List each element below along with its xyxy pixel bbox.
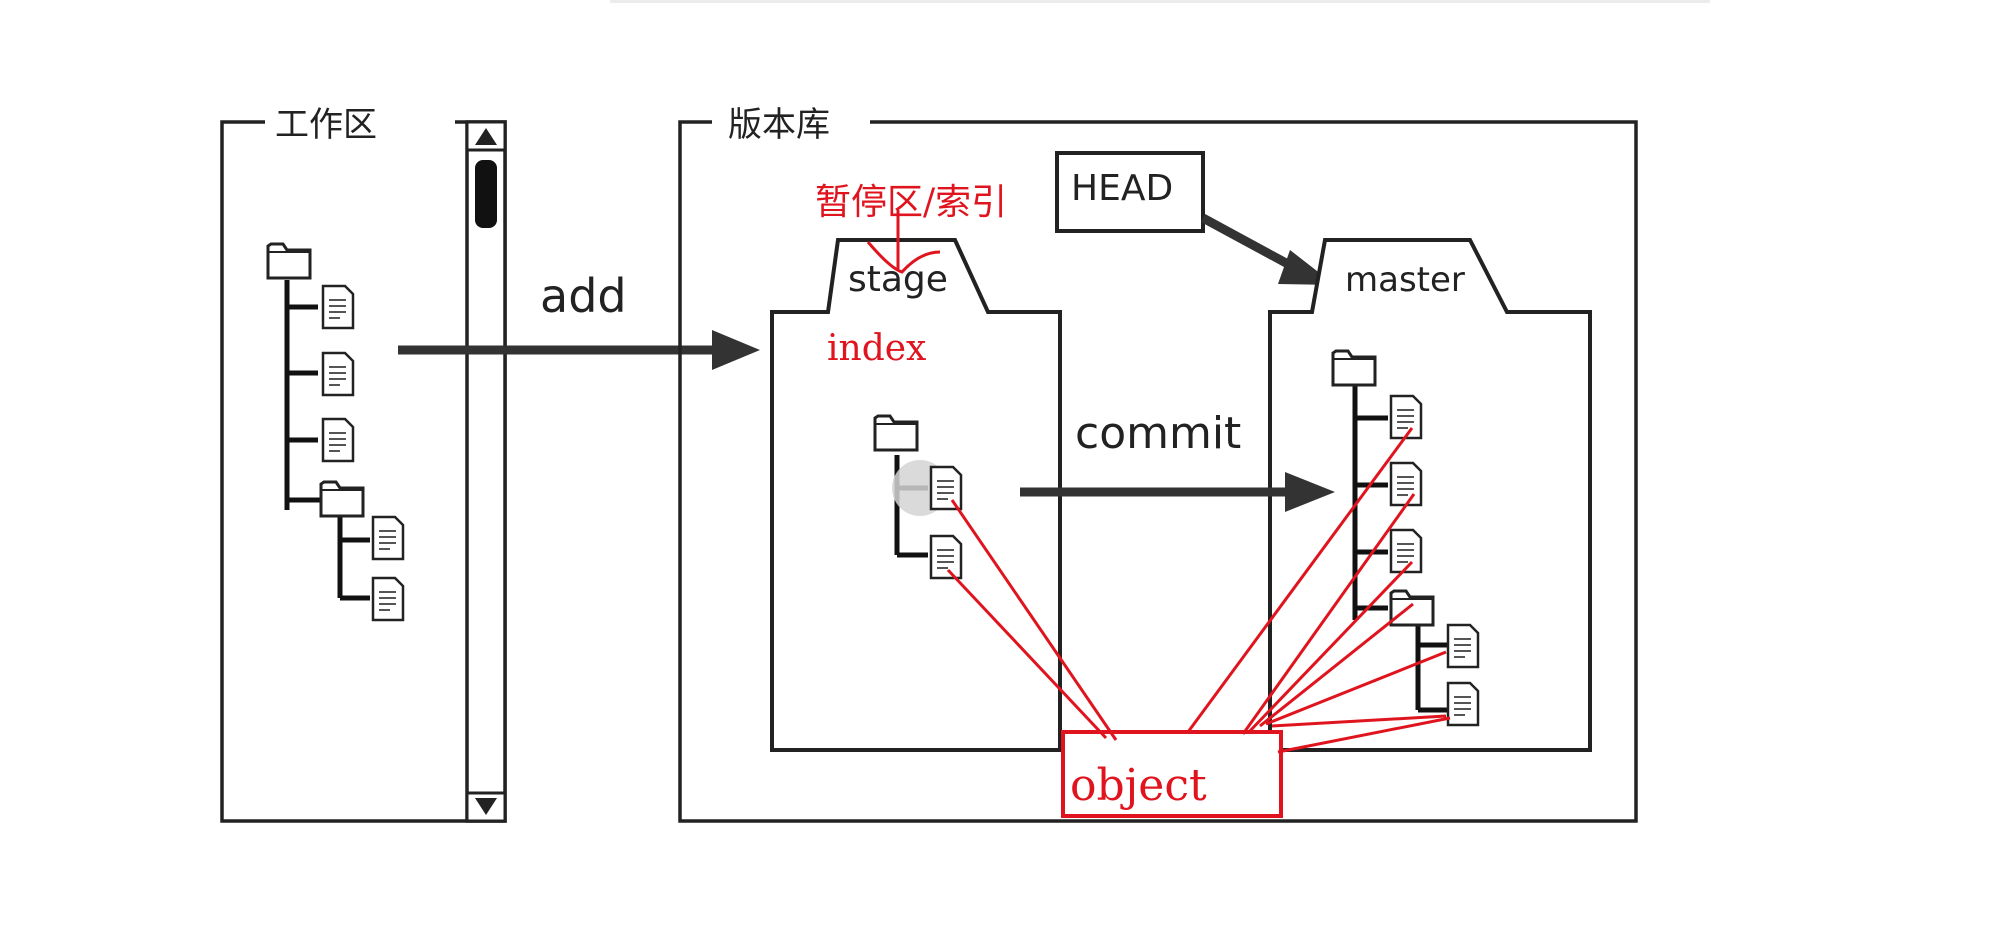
scroll-up-icon[interactable] [475, 128, 497, 145]
file-icon [1389, 461, 1423, 507]
master-branch: master [1268, 238, 1592, 752]
stage-annotation-en: index [827, 328, 926, 369]
scroll-thumb[interactable] [475, 160, 497, 228]
file-icon [1446, 681, 1480, 727]
add-label: add [540, 269, 627, 323]
folder-icon [873, 414, 919, 452]
working-area: 工作区 [220, 105, 507, 823]
annotations: 暂停区/索引 index object [815, 182, 1451, 818]
file-icon [321, 417, 355, 463]
head-label: HEAD [1071, 168, 1173, 209]
folder-icon [1389, 589, 1435, 627]
file-icon [1389, 394, 1423, 440]
file-icon [929, 465, 963, 511]
object-box [1061, 730, 1283, 818]
head-pointer: HEAD [1055, 151, 1335, 285]
file-icon [1389, 528, 1423, 574]
object-links [946, 427, 1451, 754]
folder-icon [266, 242, 312, 280]
annotation-caret [866, 241, 941, 274]
file-icon [321, 351, 355, 397]
stage-area: stage [770, 238, 1062, 752]
object-label: object [1070, 760, 1207, 811]
file-icon [929, 534, 963, 580]
file-icon [371, 576, 405, 622]
folder-icon [1331, 349, 1377, 387]
scroll-down-icon[interactable] [475, 798, 497, 815]
commit-arrow: commit [1020, 408, 1335, 512]
add-arrow: add [398, 269, 760, 370]
repository-title: 版本库 [728, 105, 830, 145]
file-icon [1446, 623, 1480, 669]
top-divider [610, 0, 1710, 3]
commit-label: commit [1075, 408, 1241, 459]
master-tab-label: master [1345, 260, 1465, 300]
file-icon [371, 515, 405, 561]
repository: 版本库 [678, 105, 1638, 823]
file-icon [321, 284, 355, 330]
working-tree [284, 280, 370, 601]
working-area-title: 工作区 [275, 105, 377, 145]
stage-annotation-cn: 暂停区/索引 [815, 182, 1007, 223]
scrollbar[interactable] [465, 120, 507, 823]
folder-icon [319, 480, 365, 518]
